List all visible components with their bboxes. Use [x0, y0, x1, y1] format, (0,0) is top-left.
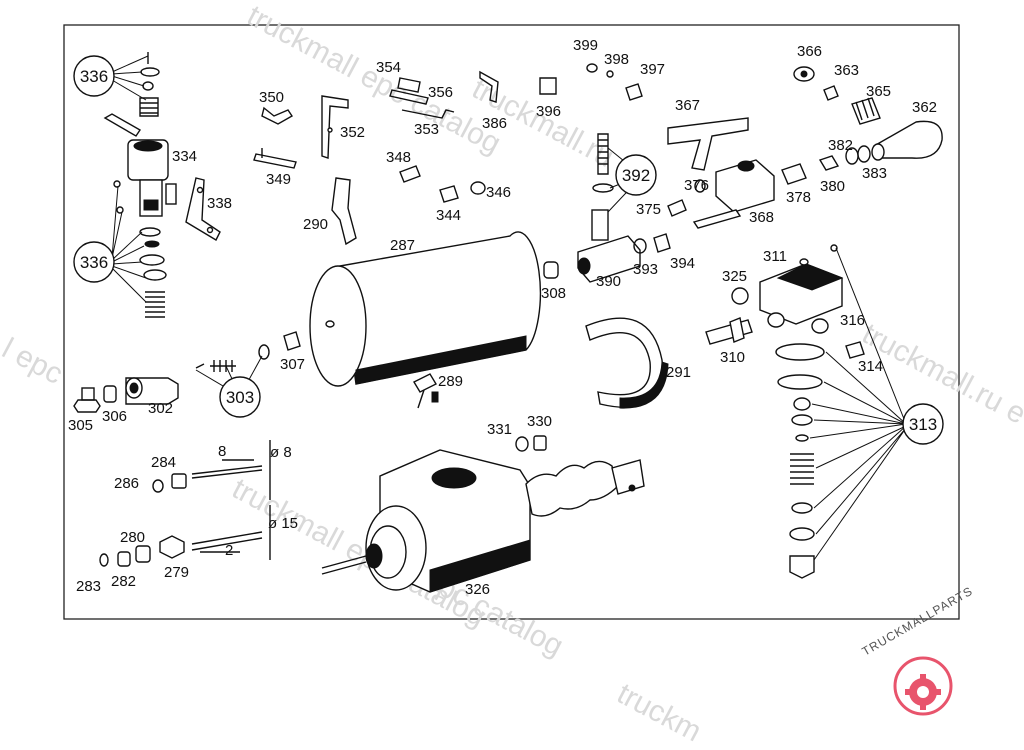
part-label: 314: [858, 358, 883, 375]
part-label: 279: [164, 564, 189, 581]
part-label: 316: [840, 312, 865, 329]
callout-label: 336: [80, 253, 108, 272]
part-label: 366: [797, 43, 822, 60]
part-label: 396: [536, 103, 561, 120]
part-label: 280: [120, 529, 145, 546]
part-label: 307: [280, 356, 305, 373]
part-label: 311: [763, 248, 787, 265]
part-label: 398: [604, 51, 629, 68]
part-label: 286: [114, 475, 139, 492]
part-label: 308: [541, 285, 566, 302]
part-label: 284: [151, 454, 176, 471]
part-label: 349: [266, 171, 291, 188]
part-label: 331: [487, 421, 512, 438]
part-label: 350: [259, 89, 284, 106]
valve-assembly-334: [103, 52, 177, 217]
part-label: 302: [148, 400, 173, 417]
fittings-325-310-314: [705, 287, 865, 359]
spring-stack-336: [113, 180, 167, 318]
part-label: 394: [670, 255, 695, 272]
part-label: 290: [303, 216, 328, 233]
air-tank-287: [309, 231, 542, 387]
part-label: 306: [102, 408, 127, 425]
part-label: 354: [376, 59, 401, 76]
pins-284-280: [99, 440, 271, 567]
part-label: 334: [172, 148, 197, 165]
stack-313: [775, 343, 825, 579]
callout-circles: 336 336 303 392 313: [73, 55, 944, 445]
part-label: 325: [722, 268, 747, 285]
part-label: 310: [720, 349, 745, 366]
watermark-text: l epc: [0, 332, 68, 391]
drain-valve-289: [413, 373, 439, 409]
spring-303: [195, 344, 270, 372]
cap-362-366: [793, 66, 943, 161]
valve-390-392: [577, 133, 641, 283]
part-label: 338: [207, 195, 232, 212]
part-label: 380: [820, 178, 845, 195]
clutch-servo-326: [321, 449, 645, 593]
part-label: 367: [675, 97, 700, 114]
part-label: ø 15: [268, 515, 298, 532]
part-label: 390: [596, 273, 621, 290]
part-label: 353: [414, 121, 439, 138]
part-label: 363: [834, 62, 859, 79]
part-label: 399: [573, 37, 598, 54]
part-label: 8: [218, 443, 226, 460]
part-label: 375: [636, 201, 661, 218]
parts-378-383: [781, 145, 871, 185]
part-label: 383: [862, 165, 887, 182]
part-label: 282: [111, 573, 136, 590]
fittings-308-393-394: [543, 233, 671, 279]
callout-label: 313: [909, 415, 937, 434]
part-label: 289: [438, 373, 463, 390]
part-label: 365: [866, 83, 891, 100]
part-label: 352: [340, 124, 365, 141]
strap-291: [585, 317, 669, 409]
part-label: ø 8: [270, 444, 292, 461]
valve-311: [759, 244, 844, 334]
part-label: 291: [666, 364, 691, 381]
part-label: 368: [749, 209, 774, 226]
part-label: 283: [76, 578, 101, 595]
fittings-348-344-346: [399, 165, 486, 203]
callout-label: 392: [622, 166, 650, 185]
part-label: 326: [465, 581, 490, 598]
leader-lines: [111, 55, 907, 561]
fitting-302-group: [73, 377, 179, 413]
part-label: 397: [640, 61, 665, 78]
brackets-354-356-353: [389, 70, 499, 119]
gear-icon: [905, 674, 941, 710]
fittings-331-330: [515, 435, 547, 452]
part-label: 362: [912, 99, 937, 116]
bracket-350-349-352: [253, 95, 349, 169]
part-label: 305: [68, 417, 93, 434]
part-label: 378: [786, 189, 811, 206]
part-label: 346: [486, 184, 511, 201]
watermark-text: truckmall epc catalog: [242, 0, 506, 160]
part-label: 376: [684, 177, 709, 194]
part-labels: 399 398 397 396 354 356 353 386 350 352 …: [68, 37, 937, 598]
diagram-frame: [63, 24, 960, 620]
callout-label: 303: [226, 388, 254, 407]
fitting-307: [283, 331, 301, 351]
part-label: 2: [225, 542, 233, 559]
truckmallparts-logo: TRUCKMALLPARTS: [860, 584, 976, 716]
part-label: 356: [428, 84, 453, 101]
bracket-290: [331, 177, 357, 246]
part-label: 287: [390, 237, 415, 254]
part-label: 382: [828, 137, 853, 154]
callout-label: 336: [80, 67, 108, 86]
watermark-text: truckm: [612, 677, 707, 748]
fittings-399-397-396: [539, 63, 643, 101]
part-label: 330: [527, 413, 552, 430]
part-label: 386: [482, 115, 507, 132]
part-label: 393: [633, 261, 658, 278]
bracket-338: [185, 177, 221, 241]
part-label: 348: [386, 149, 411, 166]
logo-text: TRUCKMALLPARTS: [860, 584, 976, 659]
relay-valve-368: [667, 117, 775, 229]
part-label: 344: [436, 207, 461, 224]
